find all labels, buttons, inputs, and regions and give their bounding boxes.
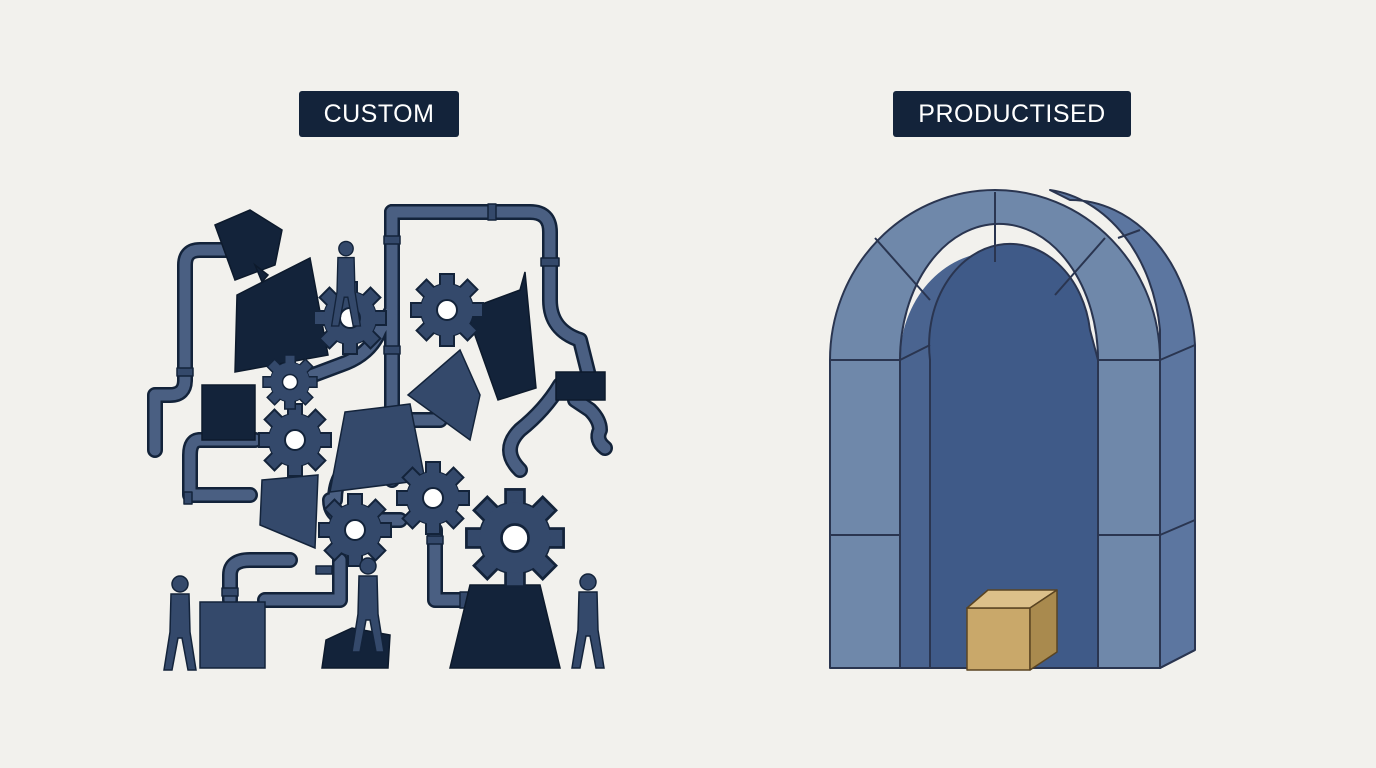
custom-label: CUSTOM (299, 91, 459, 137)
productised-label: PRODUCTISED (893, 91, 1131, 137)
gold-box (966, 589, 1058, 671)
stone-arch (829, 189, 1196, 669)
